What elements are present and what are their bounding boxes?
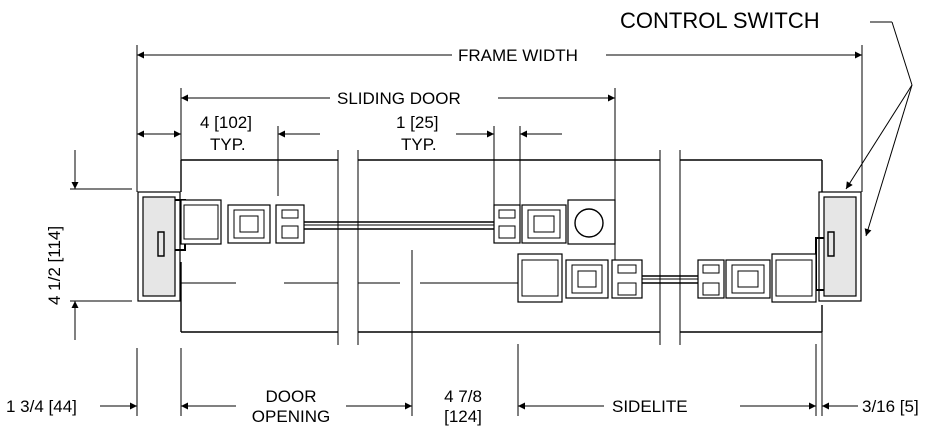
label-frame-width: FRAME WIDTH: [458, 46, 578, 65]
label-door-opening-2: OPENING: [252, 407, 330, 426]
label-dim-4-7-8-1: 4 7/8: [444, 387, 482, 406]
label-dim-1-3-4: 1 3/4 [44]: [6, 397, 77, 416]
dimension-lines: [71, 21, 913, 410]
label-door-opening-1: DOOR: [266, 387, 317, 406]
sidelite-panel: [517, 253, 817, 303]
label-typ-1: TYP.: [210, 135, 246, 154]
label-dim-4-7-8-2: [124]: [444, 407, 482, 426]
right-jamb: [815, 191, 862, 302]
label-dim-4-102: 4 [102]: [200, 113, 252, 132]
break-lines: [337, 150, 681, 345]
label-dim-1-25: 1 [25]: [396, 113, 439, 132]
label-sidelite: SIDELITE: [612, 397, 688, 416]
label-dim-4-half: 4 1/2 [114]: [45, 226, 64, 305]
label-dim-3-16: 3/16 [5]: [862, 397, 919, 416]
frame-outlines: [180, 159, 823, 333]
sliding-door-panel: [180, 199, 616, 245]
label-control-switch: CONTROL SWITCH: [620, 8, 820, 33]
label-sliding-door: SLIDING DOOR: [337, 89, 461, 108]
extension-lines: [70, 45, 863, 416]
label-typ-2: TYP.: [401, 135, 437, 154]
left-jamb: [137, 191, 186, 302]
